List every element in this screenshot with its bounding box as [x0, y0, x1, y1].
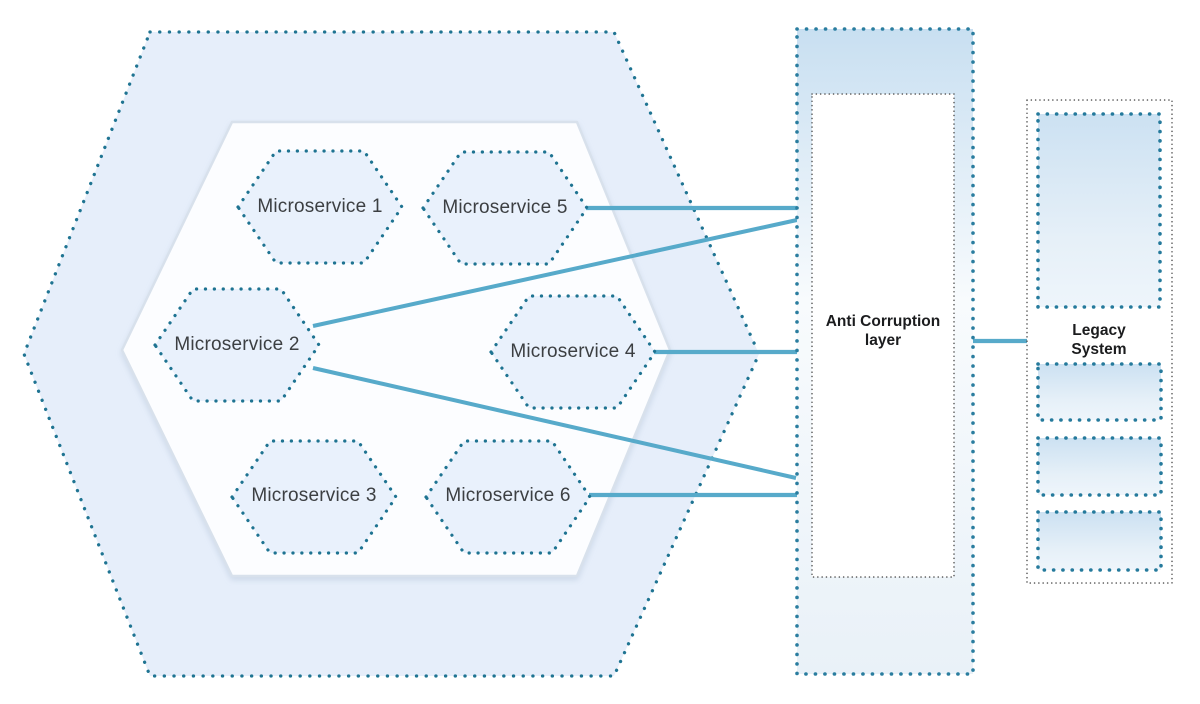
legacy-subsystem-top	[1036, 112, 1162, 309]
microservice-2-label: Microservice 2	[174, 334, 300, 355]
acl-title: Anti Corruption layer	[825, 313, 941, 349]
legacy-subsystem-2	[1036, 436, 1163, 497]
microservice-6-hexagon	[424, 439, 592, 555]
legacy-subsystem-1	[1036, 362, 1163, 422]
microservice-1-label: Microservice 1	[257, 196, 383, 217]
connector-ms2-acl-upper	[312, 218, 798, 328]
microservice-2-hexagon	[153, 287, 321, 403]
legacy-system-title: Legacy System	[1071, 322, 1127, 358]
microservice-1-hexagon	[236, 149, 404, 265]
microservice-4-label: Microservice 4	[510, 341, 636, 362]
acl-inner-box	[811, 93, 955, 578]
microservice-6-label: Microservice 6	[445, 485, 571, 506]
microservice-5-hexagon	[421, 150, 589, 266]
microservice-5-label: Microservice 5	[442, 197, 568, 218]
microservice-3-label: Microservice 3	[251, 485, 377, 506]
connector-ms2-acl-lower	[312, 366, 797, 480]
legacy-subsystem-3	[1036, 510, 1163, 572]
microservice-3-hexagon	[230, 439, 398, 555]
microservice-4-hexagon	[489, 294, 657, 410]
